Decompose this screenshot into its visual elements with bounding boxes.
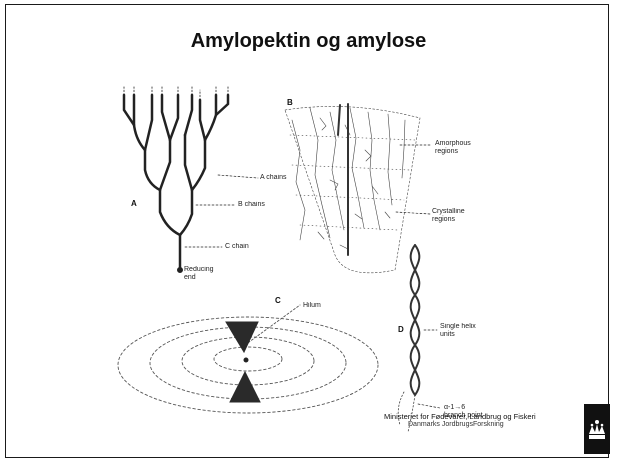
label-b-chains: B chains bbox=[238, 201, 265, 209]
label-a-chains: A chains bbox=[260, 174, 286, 182]
panel-label-c: C bbox=[275, 296, 281, 305]
label-single-helix: Single helix units bbox=[440, 323, 476, 339]
panel-label-d: D bbox=[398, 325, 404, 334]
panel-label-b: B bbox=[287, 98, 293, 107]
ministry-name: Ministeriet for Fødevarer, Landbrug og F… bbox=[384, 412, 536, 421]
crown-icon bbox=[584, 404, 610, 454]
label-c-chain: C chain bbox=[225, 243, 249, 251]
label-amorphous-regions: Amorphous regions bbox=[435, 140, 471, 156]
amylopectin-tree bbox=[124, 95, 228, 270]
ministry-crown-logo bbox=[584, 404, 610, 454]
footer-ministry: Ministeriet for Fødevarer, Landbrug og F… bbox=[384, 412, 536, 428]
institute-name: Danmarks JordbrugsForskning bbox=[408, 421, 536, 428]
panel-label-a: A bbox=[131, 199, 137, 208]
granule-section bbox=[285, 106, 420, 272]
label-hilum: Hilum bbox=[303, 302, 321, 310]
label-reducing-end: Reducing end bbox=[184, 266, 214, 282]
label-crystalline-regions: Crystalline regions bbox=[432, 208, 465, 224]
amylose-helix bbox=[411, 245, 420, 395]
